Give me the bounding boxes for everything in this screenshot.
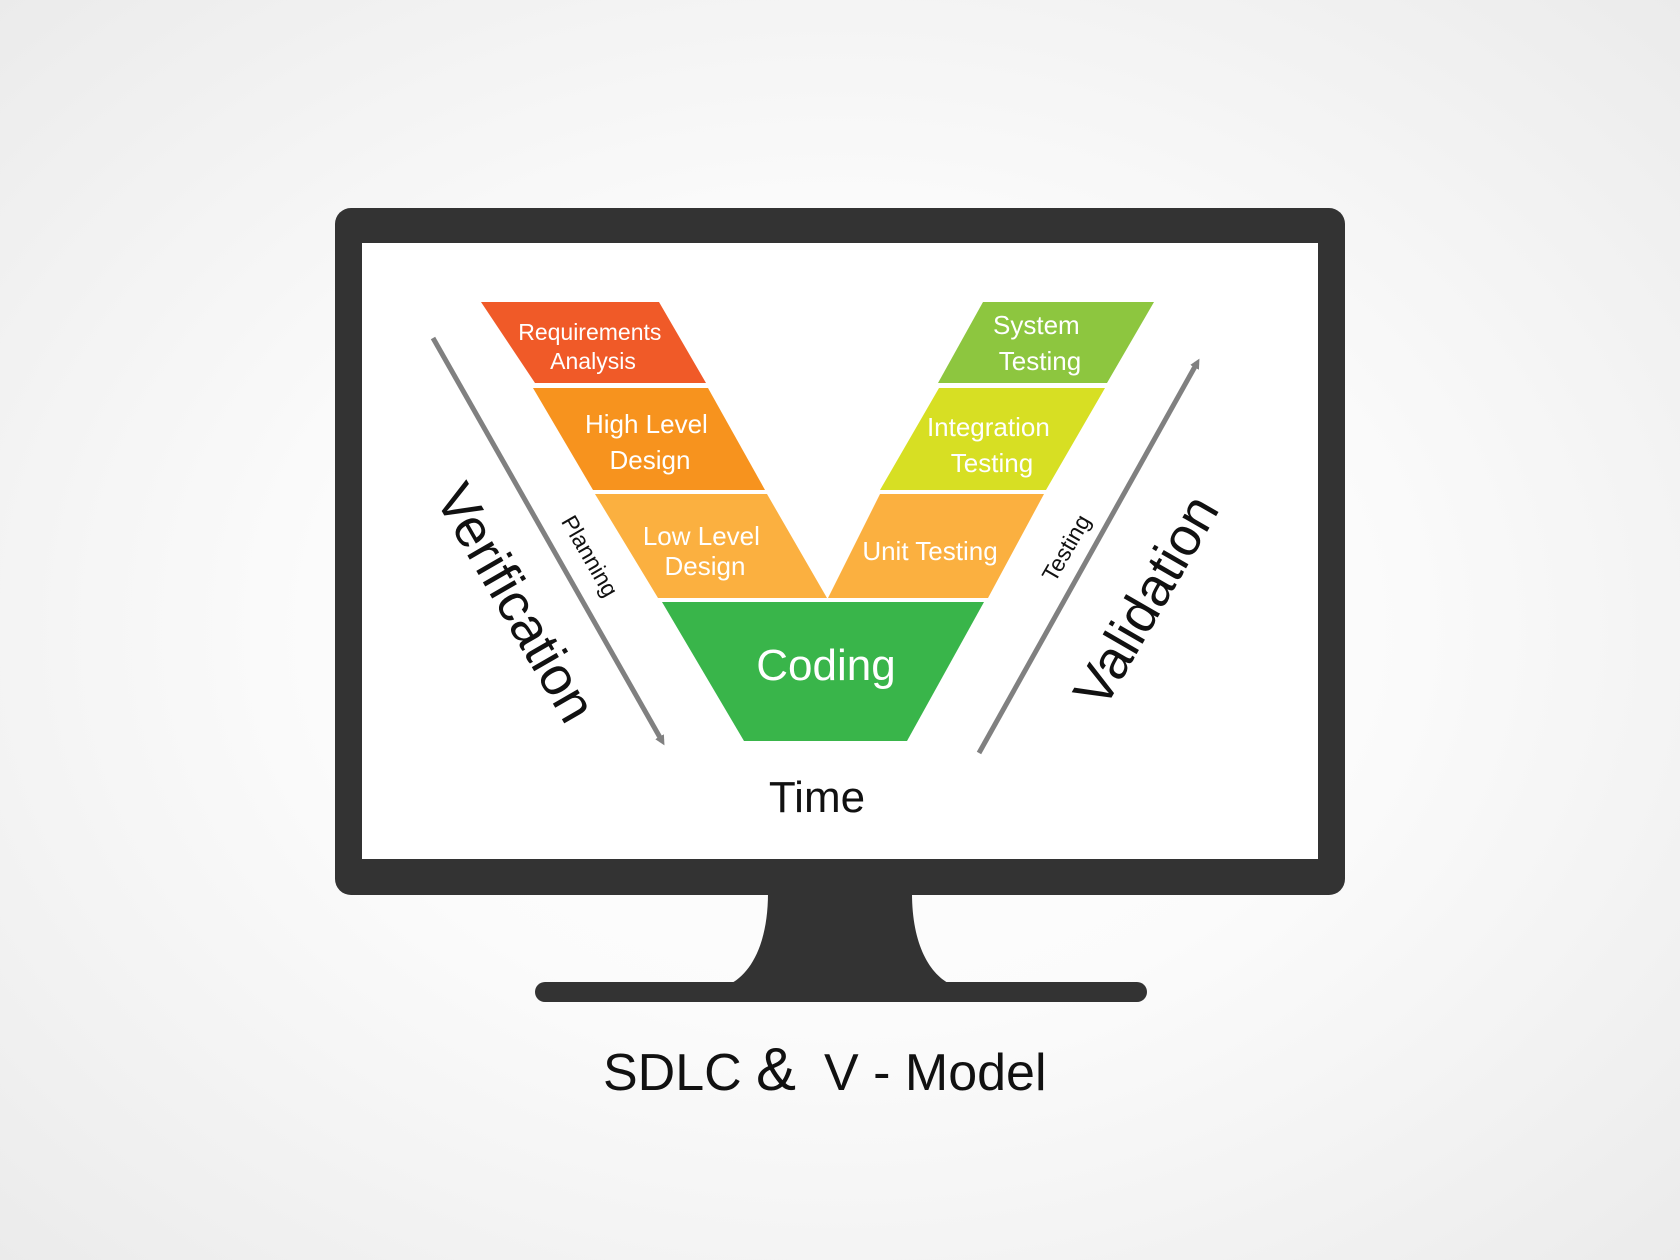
stage-unit-testing-label: Unit Testing bbox=[862, 536, 997, 566]
time-label: Time bbox=[769, 773, 865, 822]
caption-sdlc: SDLC bbox=[603, 1044, 742, 1102]
process-arrows bbox=[430, 336, 1200, 755]
planning-arrow bbox=[430, 336, 665, 746]
stage-coding bbox=[662, 602, 984, 741]
diagram-caption: SDLC & V - Model bbox=[603, 1036, 1047, 1103]
monitor-stand-base bbox=[535, 982, 1147, 1002]
stage-low-level-design-label: Low Level Design bbox=[643, 521, 767, 581]
stage-integration-testing-label: Integration Testing bbox=[927, 412, 1057, 478]
stage-requirements-analysis-label: Requirements Analysis bbox=[518, 319, 668, 374]
stage-high-level-design bbox=[533, 388, 765, 490]
stage-integration-testing bbox=[880, 388, 1105, 490]
stage-requirements-analysis bbox=[481, 302, 706, 383]
stage-system-testing bbox=[938, 302, 1154, 383]
stage-high-level-design-label: High Level Design bbox=[585, 409, 715, 475]
stage-system-testing-label: System Testing bbox=[993, 310, 1087, 376]
v-model: Requirements Analysis High Level Design … bbox=[481, 302, 1154, 741]
testing-arrow bbox=[976, 358, 1200, 755]
caption-ampersand: & bbox=[756, 1036, 796, 1103]
caption-v-model: V - Model bbox=[824, 1044, 1047, 1102]
monitor-stand-neck bbox=[728, 893, 952, 985]
stage-low-level-design bbox=[595, 494, 827, 598]
stage-coding-label: Coding bbox=[756, 641, 895, 690]
stage-unit-testing bbox=[828, 494, 1044, 598]
